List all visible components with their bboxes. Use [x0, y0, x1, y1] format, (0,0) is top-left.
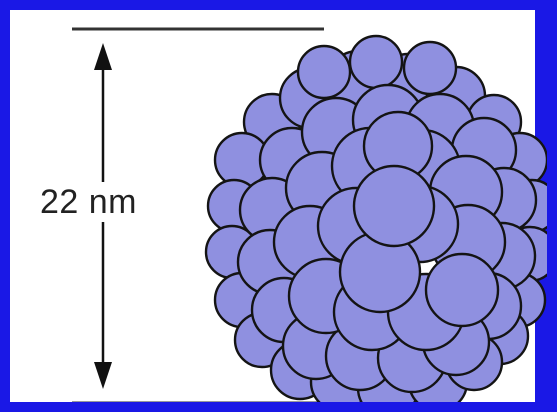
sphere: [426, 254, 498, 326]
sphere: [350, 36, 402, 88]
sphere: [298, 46, 350, 98]
nanoparticle-cluster: [10, 10, 557, 412]
sphere: [404, 42, 456, 94]
sphere: [354, 166, 434, 246]
